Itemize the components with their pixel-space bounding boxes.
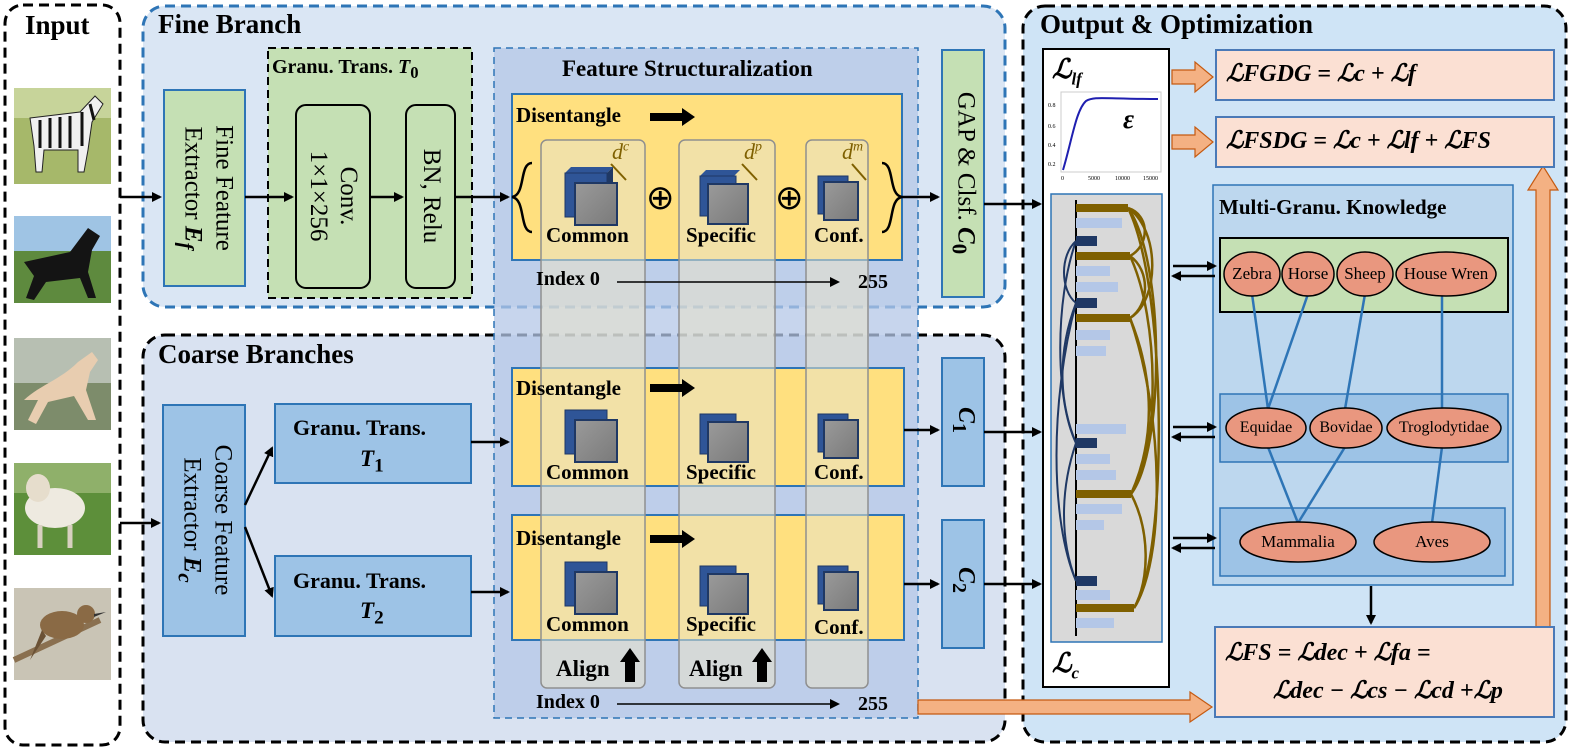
index0-bottom: Index 0 (536, 691, 600, 713)
loss-fsdg-box: ℒFSDG = ℒc + ℒlf + ℒFS (1215, 116, 1555, 168)
horse-image (14, 216, 111, 303)
coarse-extractor-box (162, 404, 246, 637)
fine-branch-title: Fine Branch (158, 9, 302, 39)
coarse-branches-title: Coarse Branches (158, 339, 354, 369)
species-horse: Horse (1287, 264, 1329, 283)
index255-top: 255 (858, 271, 888, 293)
loss-fgdg-box: ℒFGDG = ℒc + ℒf (1215, 49, 1555, 101)
sheep-image (14, 463, 111, 555)
input-title: Input (25, 10, 90, 40)
knowledge-title: Multi-Granu. Knowledge (1219, 195, 1447, 219)
family-troglodytidae: Troglodytidae (1398, 419, 1490, 436)
c1-box (941, 357, 985, 487)
output-title: Output & Optimization (1040, 9, 1314, 39)
index0-top: Index 0 (536, 268, 600, 290)
dc-label: dc (612, 139, 630, 164)
t1-symbol: T1 (360, 446, 384, 477)
disentangle-label-c1: Disentangle (516, 376, 621, 400)
dm-label: dm (842, 139, 864, 164)
node-troglodytidae (1386, 407, 1502, 449)
common-label-c2: Common (546, 612, 629, 636)
common-label-fine: Common (546, 223, 629, 247)
svg-text:0.8: 0.8 (1048, 103, 1056, 109)
c2-label: C2 (948, 566, 979, 594)
node-sheep (1336, 251, 1394, 297)
specific-label-fine: Specific (686, 223, 756, 247)
lc-label: ℒc (1052, 648, 1079, 683)
family-equidae: Equidae (1239, 419, 1293, 436)
zebra-image (14, 88, 111, 184)
class-aves: Aves (1415, 532, 1449, 551)
gap-box (941, 49, 985, 298)
granu-trans-t0-label: Granu. Trans. T0 (272, 56, 419, 82)
align-label-specific: Align (689, 656, 743, 681)
oplus-1: ⊕ (646, 180, 675, 217)
taxonomy-links (1250, 293, 1444, 524)
coarse-extractor-label: Coarse Feature Extractor Ec (173, 444, 237, 596)
specific-label-c1: Specific (686, 460, 756, 484)
c1-label: C1 (948, 406, 979, 434)
conv-label: Conv.1×1×256 (305, 150, 362, 242)
family-bovidae: Bovidae (1319, 419, 1373, 436)
fine-extractor-box (163, 89, 246, 287)
disentangle-label-fine: Disentangle (516, 103, 621, 127)
dp-label: dp (744, 139, 762, 164)
specific-label-c2: Specific (686, 612, 756, 636)
index255-bottom: 255 (858, 693, 888, 715)
epsilon-label: ε (1123, 104, 1135, 134)
species-house-wren: House Wren (1403, 264, 1489, 283)
llf-label: ℒlf (1052, 54, 1082, 89)
common-label-c1: Common (546, 460, 629, 484)
feature-structuralization-title: Feature Structuralization (562, 56, 813, 81)
node-horse (1281, 251, 1335, 297)
svg-text:0.6: 0.6 (1048, 124, 1056, 130)
node-house-wren (1395, 251, 1497, 297)
lc-figure-content (1055, 200, 1161, 636)
svg-text:15000: 15000 (1143, 176, 1158, 182)
pale-horse-image (14, 338, 111, 430)
gap-label: GAP & Clsf. C0 (947, 91, 980, 255)
oplus-2: ⊕ (775, 180, 804, 217)
t2-box (274, 555, 472, 637)
node-aves (1373, 521, 1491, 563)
species-zebra: Zebra (1232, 264, 1272, 283)
t2-label: Granu. Trans. (293, 568, 427, 593)
cubes (564, 167, 859, 615)
svg-text:0: 0 (1061, 176, 1064, 182)
class-mammalia: Mammalia (1261, 532, 1335, 551)
animal-images (12, 88, 111, 680)
conf-label-c2: Conf. (814, 615, 864, 639)
svg-text:10000: 10000 (1115, 176, 1130, 182)
node-equidae (1225, 407, 1307, 449)
loss-fs-box: ℒFS = ℒdec + ℒfa = ℒdec − ℒcs − ℒcd +ℒp (1214, 626, 1555, 718)
bn-label: BN, Relu (418, 148, 445, 244)
wren-image (12, 588, 111, 680)
conf-label-c1: Conf. (814, 460, 864, 484)
t1-box (274, 403, 472, 484)
align-label-common: Align (556, 656, 610, 681)
species-sheep: Sheep (1344, 264, 1386, 283)
node-zebra (1223, 251, 1281, 297)
svg-text:0.4: 0.4 (1048, 143, 1056, 149)
svg-text:5000: 5000 (1088, 176, 1100, 182)
conf-label-fine: Conf. (814, 223, 864, 247)
t2-symbol: T2 (360, 598, 384, 629)
epsilon-mini-chart: 0.8 0.6 0.4 0.2 0 5000 10000 15000 (1048, 91, 1162, 182)
fine-extractor-label: Fine Feature Extractor Ef (174, 125, 238, 251)
t1-label: Granu. Trans. (293, 415, 427, 440)
node-bovidae (1309, 407, 1383, 449)
svg-text:0.2: 0.2 (1048, 162, 1056, 168)
node-mammalia (1239, 521, 1357, 563)
disentangle-label-c2: Disentangle (516, 526, 621, 550)
